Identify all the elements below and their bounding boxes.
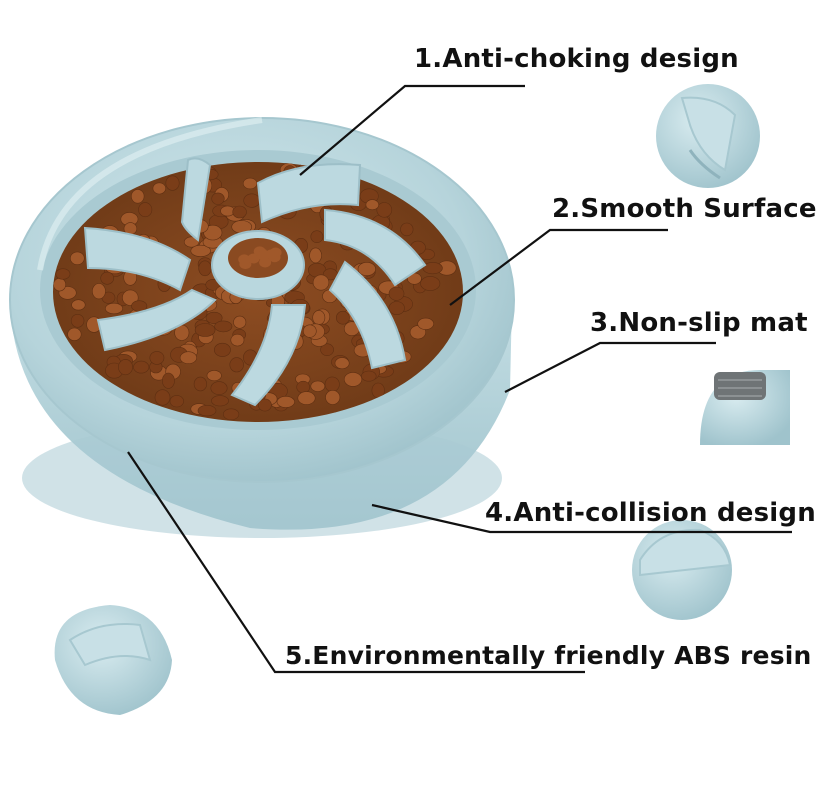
kibble-piece (343, 372, 363, 387)
inset-closeup-3 (695, 365, 795, 450)
kibble-piece (420, 276, 441, 291)
kibble-piece (400, 222, 414, 237)
kibble-piece (53, 277, 66, 292)
kibble-piece (320, 343, 334, 357)
kibble-piece (312, 310, 326, 326)
kibble-piece (276, 395, 295, 408)
feature-label-abs-resin: 5.Environmentally friendly ABS resin (285, 641, 812, 670)
kibble-piece (179, 351, 197, 365)
kibble-piece (70, 313, 85, 328)
kibble-piece (105, 302, 124, 315)
kibble-piece (183, 236, 200, 248)
leader-line-1 (299, 84, 525, 176)
kibble-piece (230, 333, 245, 347)
spiral-fins (83, 157, 427, 407)
kibble-piece (325, 389, 341, 405)
kibble-piece (152, 182, 167, 195)
kibble-piece (100, 271, 114, 285)
kibble-piece (205, 311, 223, 324)
kibble-piece (257, 250, 270, 261)
kibble-piece (213, 342, 231, 357)
kibble-piece (131, 189, 145, 204)
kibble-piece (310, 230, 324, 243)
bowl (9, 117, 515, 538)
kibble-piece (310, 380, 326, 392)
kibble-piece (214, 320, 233, 333)
kibble-piece (334, 357, 350, 370)
kibble-piece (296, 380, 311, 394)
kibble-piece (312, 274, 330, 291)
kibble-piece (223, 408, 240, 421)
kibble-piece (232, 205, 247, 219)
product-infographic: 1.Anti-choking design 2.Smooth Surface 3… (9, 44, 816, 715)
kibble-piece (197, 405, 217, 417)
kibble-piece (149, 351, 165, 365)
kibble-piece (211, 395, 229, 407)
feature-label-anti-choking: 1.Anti-choking design (414, 44, 739, 74)
kibble-piece (376, 202, 393, 218)
kibble-piece (138, 202, 153, 218)
kibble-piece (70, 251, 85, 265)
feature-label-anti-collision: 4.Anti-collision design (485, 498, 816, 528)
kibble-piece (211, 192, 225, 205)
kibble-piece (118, 359, 133, 376)
kibble-piece (365, 199, 379, 211)
kibble-piece (122, 289, 139, 306)
inset-closeup-4 (632, 520, 732, 620)
kibble-piece (422, 262, 443, 275)
inset-closeup-5 (54, 605, 172, 715)
kibble-piece (210, 381, 228, 395)
kibble-piece (194, 323, 216, 337)
kibble-piece (309, 247, 322, 264)
inset-closeup-1 (656, 84, 760, 188)
kibble-piece (242, 177, 258, 190)
kibble-piece (154, 389, 171, 406)
leader-line-4 (371, 503, 792, 534)
kibble-piece (206, 370, 222, 382)
kibble-piece (335, 310, 350, 325)
kibble-piece (190, 244, 211, 257)
kibble-piece (388, 286, 405, 301)
kibble-piece (238, 254, 251, 265)
leader-lines (127, 84, 792, 674)
kibble-piece (71, 299, 86, 311)
bowl-illustration (9, 84, 795, 715)
leader-line-5 (127, 451, 585, 674)
kibble-piece (324, 376, 340, 392)
kibble-piece (243, 193, 261, 208)
leader-line-2 (449, 228, 668, 306)
kibble-piece (133, 360, 150, 374)
feature-label-non-slip-mat: 3.Non-slip mat (590, 308, 808, 338)
leader-line-3 (504, 341, 716, 393)
kibble-piece (193, 376, 207, 392)
kibble-piece (417, 317, 435, 330)
kibble-piece (92, 283, 106, 300)
kibble-piece (169, 395, 184, 408)
kibble-piece (302, 324, 317, 338)
kibble-piece (361, 370, 377, 382)
kibble-piece (388, 301, 405, 315)
kibble-piece (357, 261, 376, 276)
kibble-piece (165, 175, 180, 191)
kibble-piece (297, 391, 316, 405)
kibble-piece (55, 268, 71, 280)
kibble-piece (247, 253, 260, 264)
feature-label-smooth-surface: 2.Smooth Surface (552, 194, 817, 224)
kibble-piece (161, 372, 175, 389)
kibble-piece (229, 357, 244, 373)
kibble-piece (67, 327, 82, 341)
kibble-piece (198, 260, 212, 277)
kibble-piece (258, 398, 272, 412)
kibble-piece (233, 315, 247, 329)
